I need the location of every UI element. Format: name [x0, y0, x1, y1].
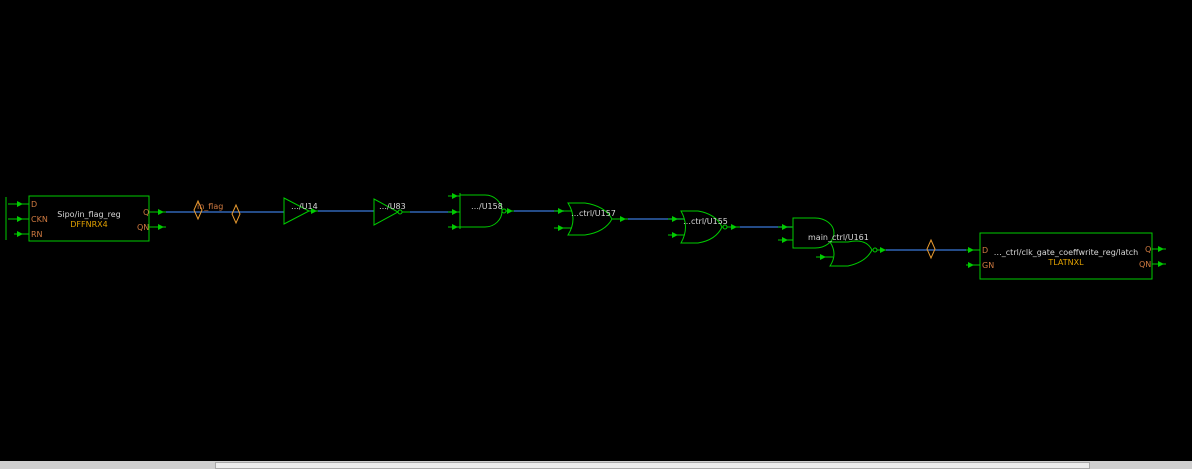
flop-pin-qn: QN	[137, 223, 149, 232]
flop-pin-rn: RN	[31, 230, 43, 239]
latch-pin-q: Q	[1145, 245, 1151, 254]
latch-pin-d: D	[982, 246, 988, 255]
flop-pin-q: Q	[143, 208, 149, 217]
latch-clk-gate-coeffwrite[interactable]: D GN Q QN …_ctrl/clk_gate_coeffwrite_reg…	[966, 232, 1166, 280]
gate-u14[interactable]: …/U14	[283, 197, 318, 225]
gate-u14-label: …/U14	[291, 202, 318, 211]
gate-u155[interactable]: …ctrl/U155	[668, 210, 740, 244]
gate-u161[interactable]: main_ctrl/U161	[778, 217, 886, 267]
gate-u83-label: …/U83	[379, 202, 406, 211]
flop-pin-ckn: CKN	[31, 215, 48, 224]
gate-u158[interactable]: …/U158	[448, 193, 514, 230]
flop-cell-type: DFFNRX4	[70, 220, 107, 229]
gate-u83[interactable]: …/U83	[373, 198, 410, 226]
flop-pin-d: D	[31, 200, 37, 209]
scrollbar-thumb[interactable]	[215, 462, 1090, 469]
gate-u155-label: …ctrl/U155	[683, 217, 728, 226]
gate-u157-label: …ctrl/U157	[571, 209, 616, 218]
latch-instance-name: …_ctrl/clk_gate_coeffwrite_reg/latch	[994, 248, 1138, 257]
gate-u161-label: main_ctrl/U161	[808, 233, 869, 242]
gate-u157[interactable]: …ctrl/U157	[554, 202, 628, 236]
horizontal-scrollbar[interactable]	[0, 461, 1192, 469]
flop-sipo-in-flag-reg[interactable]: D CKN RN Q QN Sipo/in_flag_reg DFFNRX4	[5, 195, 166, 242]
net-in-flag[interactable]: in_flag	[166, 199, 284, 225]
net-label-in-flag: in_flag	[197, 202, 223, 211]
latch-cell-type: TLATNXL	[1047, 258, 1084, 267]
latch-pin-qn: QN	[1139, 260, 1151, 269]
gate-u158-label: …/U158	[471, 202, 503, 211]
flop-instance-name: Sipo/in_flag_reg	[57, 210, 120, 219]
latch-pin-gn: GN	[982, 261, 994, 270]
